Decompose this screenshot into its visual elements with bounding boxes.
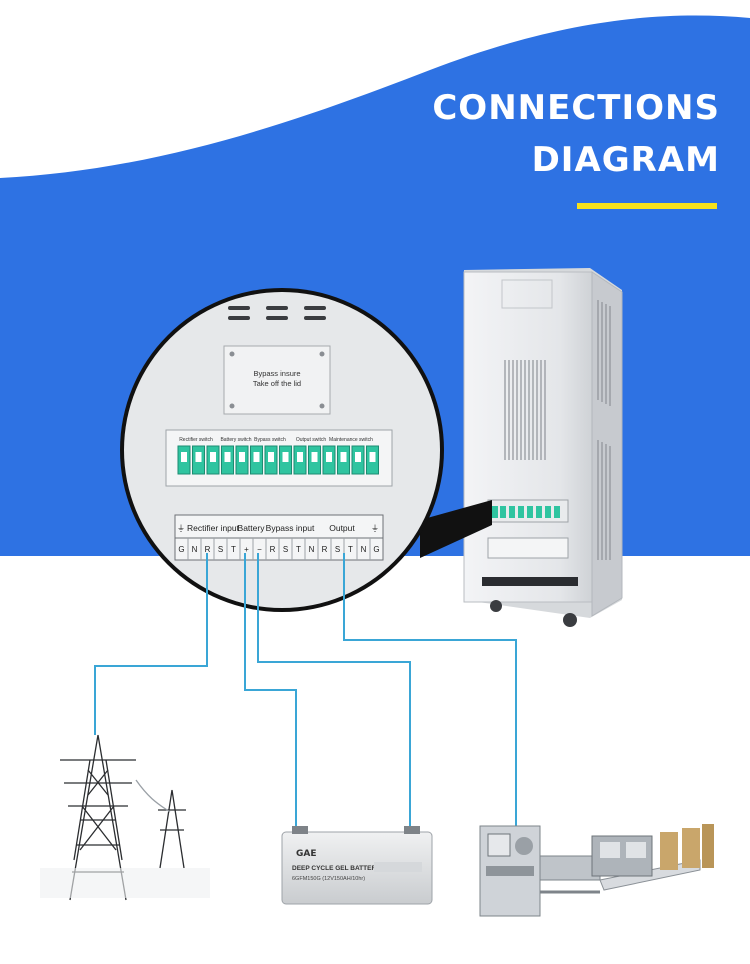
wire-grid-to-rectifier <box>94 553 208 735</box>
zoom-pointer <box>420 500 492 558</box>
breaker-toggle <box>268 452 274 462</box>
terminal-label: G <box>178 545 184 554</box>
wire-battery-negative <box>257 553 411 832</box>
battery-type: DEEP CYCLE GEL BATTERY <box>292 865 381 872</box>
cabinet-vents <box>504 300 611 560</box>
breaker-label: Maintenance switch <box>329 437 373 443</box>
terminal-group-bypass: Bypass input <box>266 523 315 533</box>
ups-cabinet <box>463 268 623 627</box>
terminal-group-battery: Battery <box>238 523 266 533</box>
breaker-label: Output switch <box>296 437 327 443</box>
tower-ground-shadow <box>40 868 210 898</box>
terminal-label: S <box>335 545 340 554</box>
terminal-label: R <box>205 545 211 554</box>
cover-plate-text-2: Take off the lid <box>253 379 301 388</box>
earth-icon-right: ⏚ <box>371 524 379 533</box>
breaker-toggle <box>282 452 289 462</box>
breaker-switches <box>177 445 379 475</box>
battery-brand: GAE <box>296 849 317 859</box>
terminal-label: T <box>296 545 301 554</box>
wire-battery-positive <box>244 553 297 832</box>
breaker-toggle <box>369 452 376 462</box>
terminal-label: R <box>270 545 276 554</box>
breaker-toggle <box>224 452 231 462</box>
terminal-label: T <box>231 545 236 554</box>
connection-wires <box>94 553 517 832</box>
battery-model: 6GFM150G (12V150AH/10hr) <box>292 876 365 882</box>
terminal-group-headers: Rectifier input Battery Bypass input Out… <box>177 523 379 533</box>
breaker-toggle <box>326 452 332 462</box>
breaker-toggle <box>181 452 187 462</box>
terminal-label: − <box>257 545 262 554</box>
breaker-toggle <box>253 452 260 462</box>
terminal-group-output: Output <box>329 523 355 533</box>
title-line-1: CONNECTIONS <box>432 88 720 128</box>
bypass-cover-plate <box>223 345 331 415</box>
wire-output-to-load <box>343 553 517 832</box>
breaker-toggle <box>340 452 347 462</box>
cover-plate-text-1: Bypass insure <box>253 369 300 378</box>
terminal-label: S <box>283 545 288 554</box>
earth-icon: ⏚ <box>177 524 185 533</box>
title-underline <box>577 203 717 209</box>
terminal-label: N <box>192 545 198 554</box>
production-line-icon <box>479 824 714 917</box>
breaker-toggle <box>297 452 303 462</box>
terminal-label: N <box>309 545 315 554</box>
terminal-label: S <box>218 545 223 554</box>
terminal-label: + <box>244 545 249 554</box>
terminal-label: T <box>348 545 353 554</box>
title-line-2: DIAGRAM <box>531 140 720 180</box>
terminal-group-rectifier: Rectifier input <box>187 523 240 533</box>
breaker-label: Battery switch <box>220 437 251 443</box>
breaker-label: Bypass switch <box>254 437 286 443</box>
terminal-label: G <box>373 545 379 554</box>
battery-icon: GAE DEEP CYCLE GEL BATTERY 6GFM150G (12V… <box>281 826 433 905</box>
terminal-label: N <box>361 545 367 554</box>
zoom-panel: Bypass insure Take off the lid Rectifier… <box>120 288 444 612</box>
breaker-toggle <box>355 452 361 462</box>
breaker-toggle <box>239 452 245 462</box>
terminal-label: R <box>322 545 328 554</box>
breaker-toggle <box>210 452 216 462</box>
breaker-label: Rectifier switch <box>179 437 213 443</box>
breaker-toggle <box>195 452 202 462</box>
breaker-toggle <box>311 452 318 462</box>
